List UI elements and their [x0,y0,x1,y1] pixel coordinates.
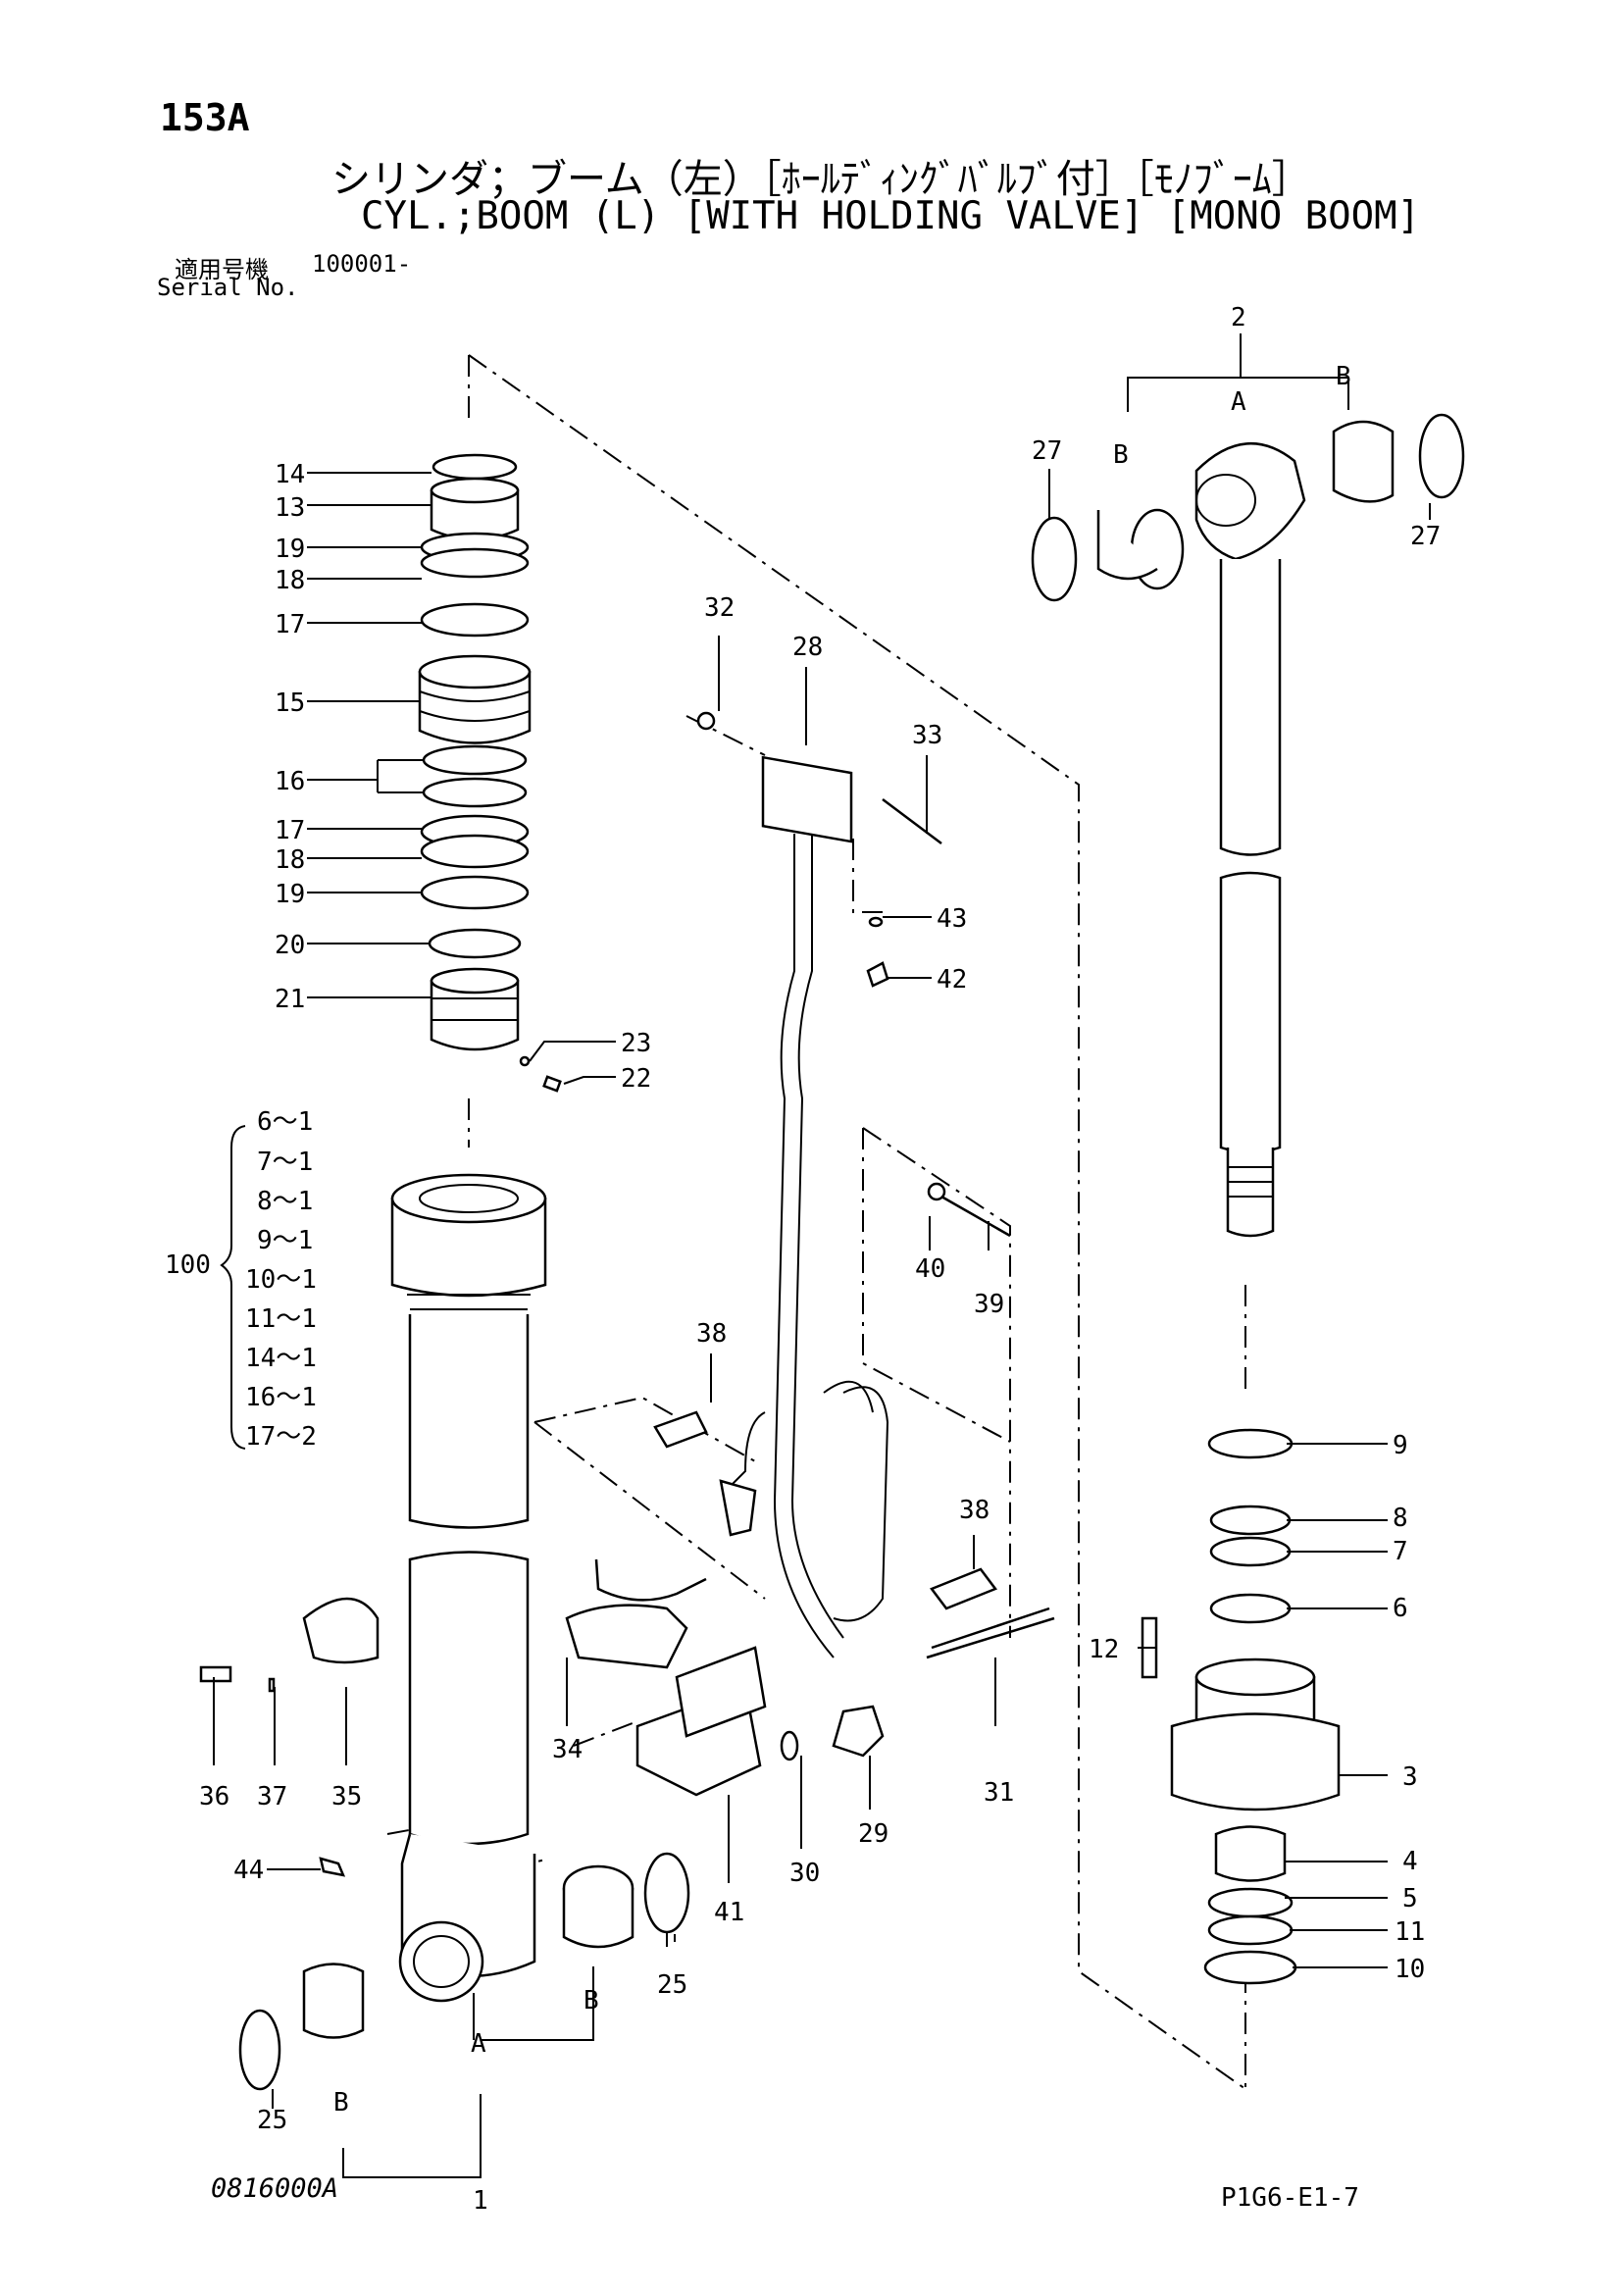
callout-18: 18 [275,566,305,595]
kit-item: 8～1 [257,1187,313,1216]
callout-14: 14 [275,460,305,489]
callout-39: 39 [974,1290,1004,1319]
callout-21: 21 [275,985,305,1014]
callout-6: 6 [1393,1594,1408,1623]
callout-labels: 14 13 19 18 17 15 16 17 18 19 20 21 23 2… [165,303,1441,2216]
callout-40: 40 [915,1254,945,1284]
callout-27: 27 [1032,436,1062,466]
callout-38: 38 [696,1319,727,1349]
callout-29: 28 [792,633,823,662]
drawing-code: 0816000A [211,2173,339,2204]
callout-8: 8 [1393,1504,1408,1533]
kit-item: 6～1 [257,1107,313,1137]
callout-9: 9 [1393,1431,1408,1460]
marker-B: B [1113,440,1129,470]
callout-17: 17 [275,610,305,639]
rod-seal-stack [418,453,562,1093]
letter-markers: A B B A B B [333,362,1351,2117]
serial-label-japanese: 適用号機 [175,256,269,283]
callout-23: 23 [621,1029,651,1058]
kit-item: 17～2 [245,1422,317,1452]
callout-36: 36 [199,1782,229,1811]
callout-43: 42 [937,965,967,995]
callout-2: 2 [1231,303,1246,332]
kit-item: 9～1 [257,1226,313,1255]
callout-34: 34 [552,1735,583,1764]
cylinder-head [1141,1616,1341,1985]
callout-27: 27 [1410,522,1441,551]
callout-37: 37 [257,1782,287,1811]
title-japanese: シリンダ；ブーム（左）［ﾎｰﾙﾃﾞｨﾝｸﾞﾊﾞﾙﾌﾞ付］［ﾓﾉﾌﾞｰﾑ］ [331,157,1311,202]
callout-19: 19 [275,535,305,564]
callout-4: 4 [1402,1847,1418,1876]
kit-item: 14～1 [245,1344,317,1373]
callout-18: 18 [275,845,305,875]
serial-number-value: 100001- [312,250,412,278]
callout-28: 29 [858,1819,888,1849]
callout-22: 22 [621,1064,651,1094]
callout-11: 11 [1395,1917,1425,1947]
callout-100: 100 [165,1250,211,1280]
callout-25: 25 [257,2106,287,2135]
callout-1: 1 [473,2186,488,2216]
title-english: CYL.;BOOM (L) [WITH HOLDING VALVE] [MONO… [361,194,1421,238]
callout-12: 12 [1089,1635,1119,1664]
callout-33: 33 [912,721,942,750]
kit-item: 16～1 [245,1383,317,1412]
cylinder-tube [238,1173,690,2091]
callout-41: 44 [233,1856,264,1885]
kit-item: 10～1 [245,1265,317,1295]
callout-25: 25 [657,1970,687,2000]
kit-100-item-list: 6～1 7～1 8～1 9～1 10～1 11～1 14～1 16～1 17～2 [245,1107,317,1452]
marker-B: B [333,2088,349,2117]
callout-38: 38 [959,1496,990,1525]
callout-19: 19 [275,880,305,909]
marker-A: A [1231,387,1246,417]
callout-13: 13 [275,493,305,523]
callout-5: 5 [1402,1884,1418,1913]
kit-item: 7～1 [257,1148,313,1177]
callout-15: 15 [275,689,305,718]
callout-44: 43 [937,904,967,934]
marker-B: B [1336,362,1351,391]
callout-32: 32 [704,593,735,623]
callout-3: 3 [1402,1762,1418,1792]
clamp-and-valve-assembly [199,711,1055,1797]
kit-100-brace [220,1125,246,1450]
callout-35: 35 [331,1782,362,1811]
leader-lines [213,333,1431,2178]
callout-10: 10 [1395,1955,1425,1984]
piston-rod [1031,413,1465,1624]
callout-17: 17 [275,816,305,845]
callout-7: 7 [1393,1537,1408,1566]
page-number: 153A [160,96,250,139]
marker-B: B [584,1986,599,2015]
marker-A: A [471,2029,486,2059]
callout-20: 20 [275,931,305,960]
kit-item: 11～1 [245,1304,317,1334]
callout-31: 31 [984,1778,1014,1808]
callout-16: 16 [275,767,305,796]
callout-42: 41 [714,1898,744,1927]
sheet-reference: P1G6-E1-7 [1221,2183,1359,2213]
serial-label-english: Serial No. [157,274,299,301]
callout-30: 30 [789,1859,820,1888]
